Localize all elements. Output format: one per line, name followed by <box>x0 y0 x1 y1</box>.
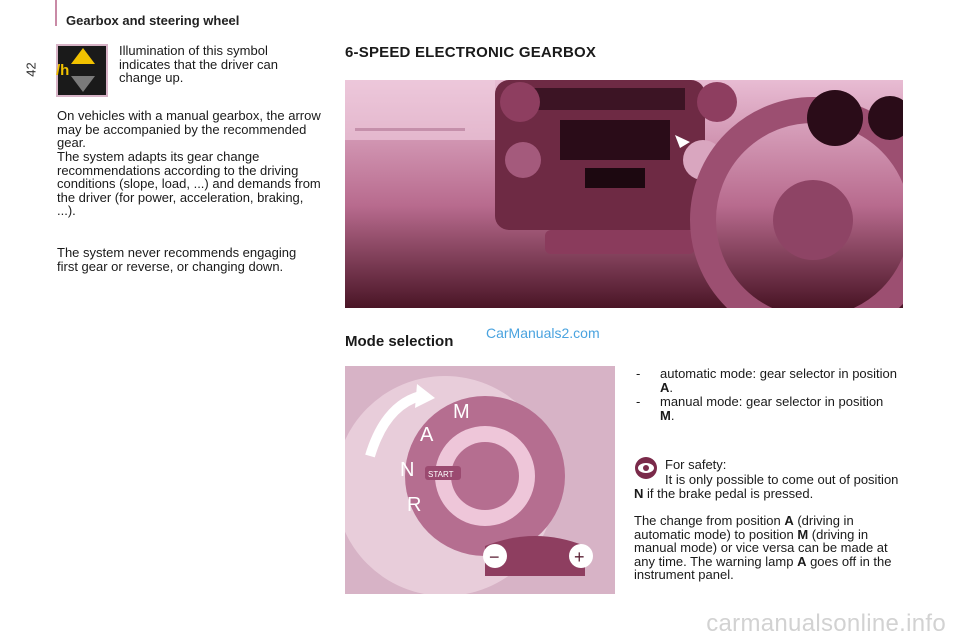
dial-letter-m: M <box>453 401 470 423</box>
manual-gearbox-paragraph: On vehicles with a manual gearbox, the a… <box>57 108 321 150</box>
right-vent-icon <box>697 82 737 122</box>
gear-selector-dial-illustration: START R N A M − + <box>335 366 615 596</box>
left-vent-icon <box>500 82 540 122</box>
safety-paragraph-2: The change from position A (driving in a… <box>634 513 892 582</box>
dashboard-illustration <box>345 80 936 343</box>
never-recommends-paragraph: The system never recommends engaging fir… <box>57 245 297 274</box>
rotate-arrow-icon <box>365 391 422 458</box>
safety-paragraph-1: It is only possible to come out of posit… <box>634 472 899 501</box>
start-label: START <box>428 470 454 479</box>
down-arrow-icon <box>71 76 95 92</box>
dial-letter-n: N <box>400 459 414 481</box>
gear-indicator-icon: /h <box>56 44 108 97</box>
minus-label: − <box>489 547 500 567</box>
main-heading: 6-SPEED ELECTRONIC GEARBOX <box>345 44 597 61</box>
safety-title: For safety: <box>665 457 727 472</box>
up-arrow-icon <box>71 48 95 64</box>
dial-letter-a: A <box>420 424 434 446</box>
dial-letter-r: R <box>407 494 421 516</box>
header-accent-bar <box>55 0 57 26</box>
climate-knob-icon <box>505 142 541 178</box>
pointer-arrow-icon <box>675 135 690 148</box>
plus-paddle-icon <box>569 544 593 568</box>
gear-icon-label: /h <box>56 62 69 79</box>
page-number: 42 <box>23 62 39 77</box>
minus-paddle-icon <box>483 544 507 568</box>
adaptation-paragraph: The system adapts its gear change recomm… <box>57 149 321 218</box>
eye-warning-icon <box>634 456 658 480</box>
carmanuals-watermark: CarManuals2.com <box>486 325 600 341</box>
plus-label: + <box>574 547 585 567</box>
mode-selection-heading: Mode selection <box>345 333 454 350</box>
tachometer-icon <box>868 96 912 140</box>
bottom-watermark: carmanualsonline.info <box>706 610 946 637</box>
section-title: Gearbox and steering wheel <box>66 13 240 28</box>
speedometer-icon <box>807 90 863 146</box>
icon-caption: Illumination of this symbol indicates th… <box>119 43 278 85</box>
bullet-manual-mode: - manual mode: gear selector in position… <box>636 394 884 423</box>
bullet-automatic-mode: - automatic mode: gear selector in posit… <box>636 366 898 395</box>
